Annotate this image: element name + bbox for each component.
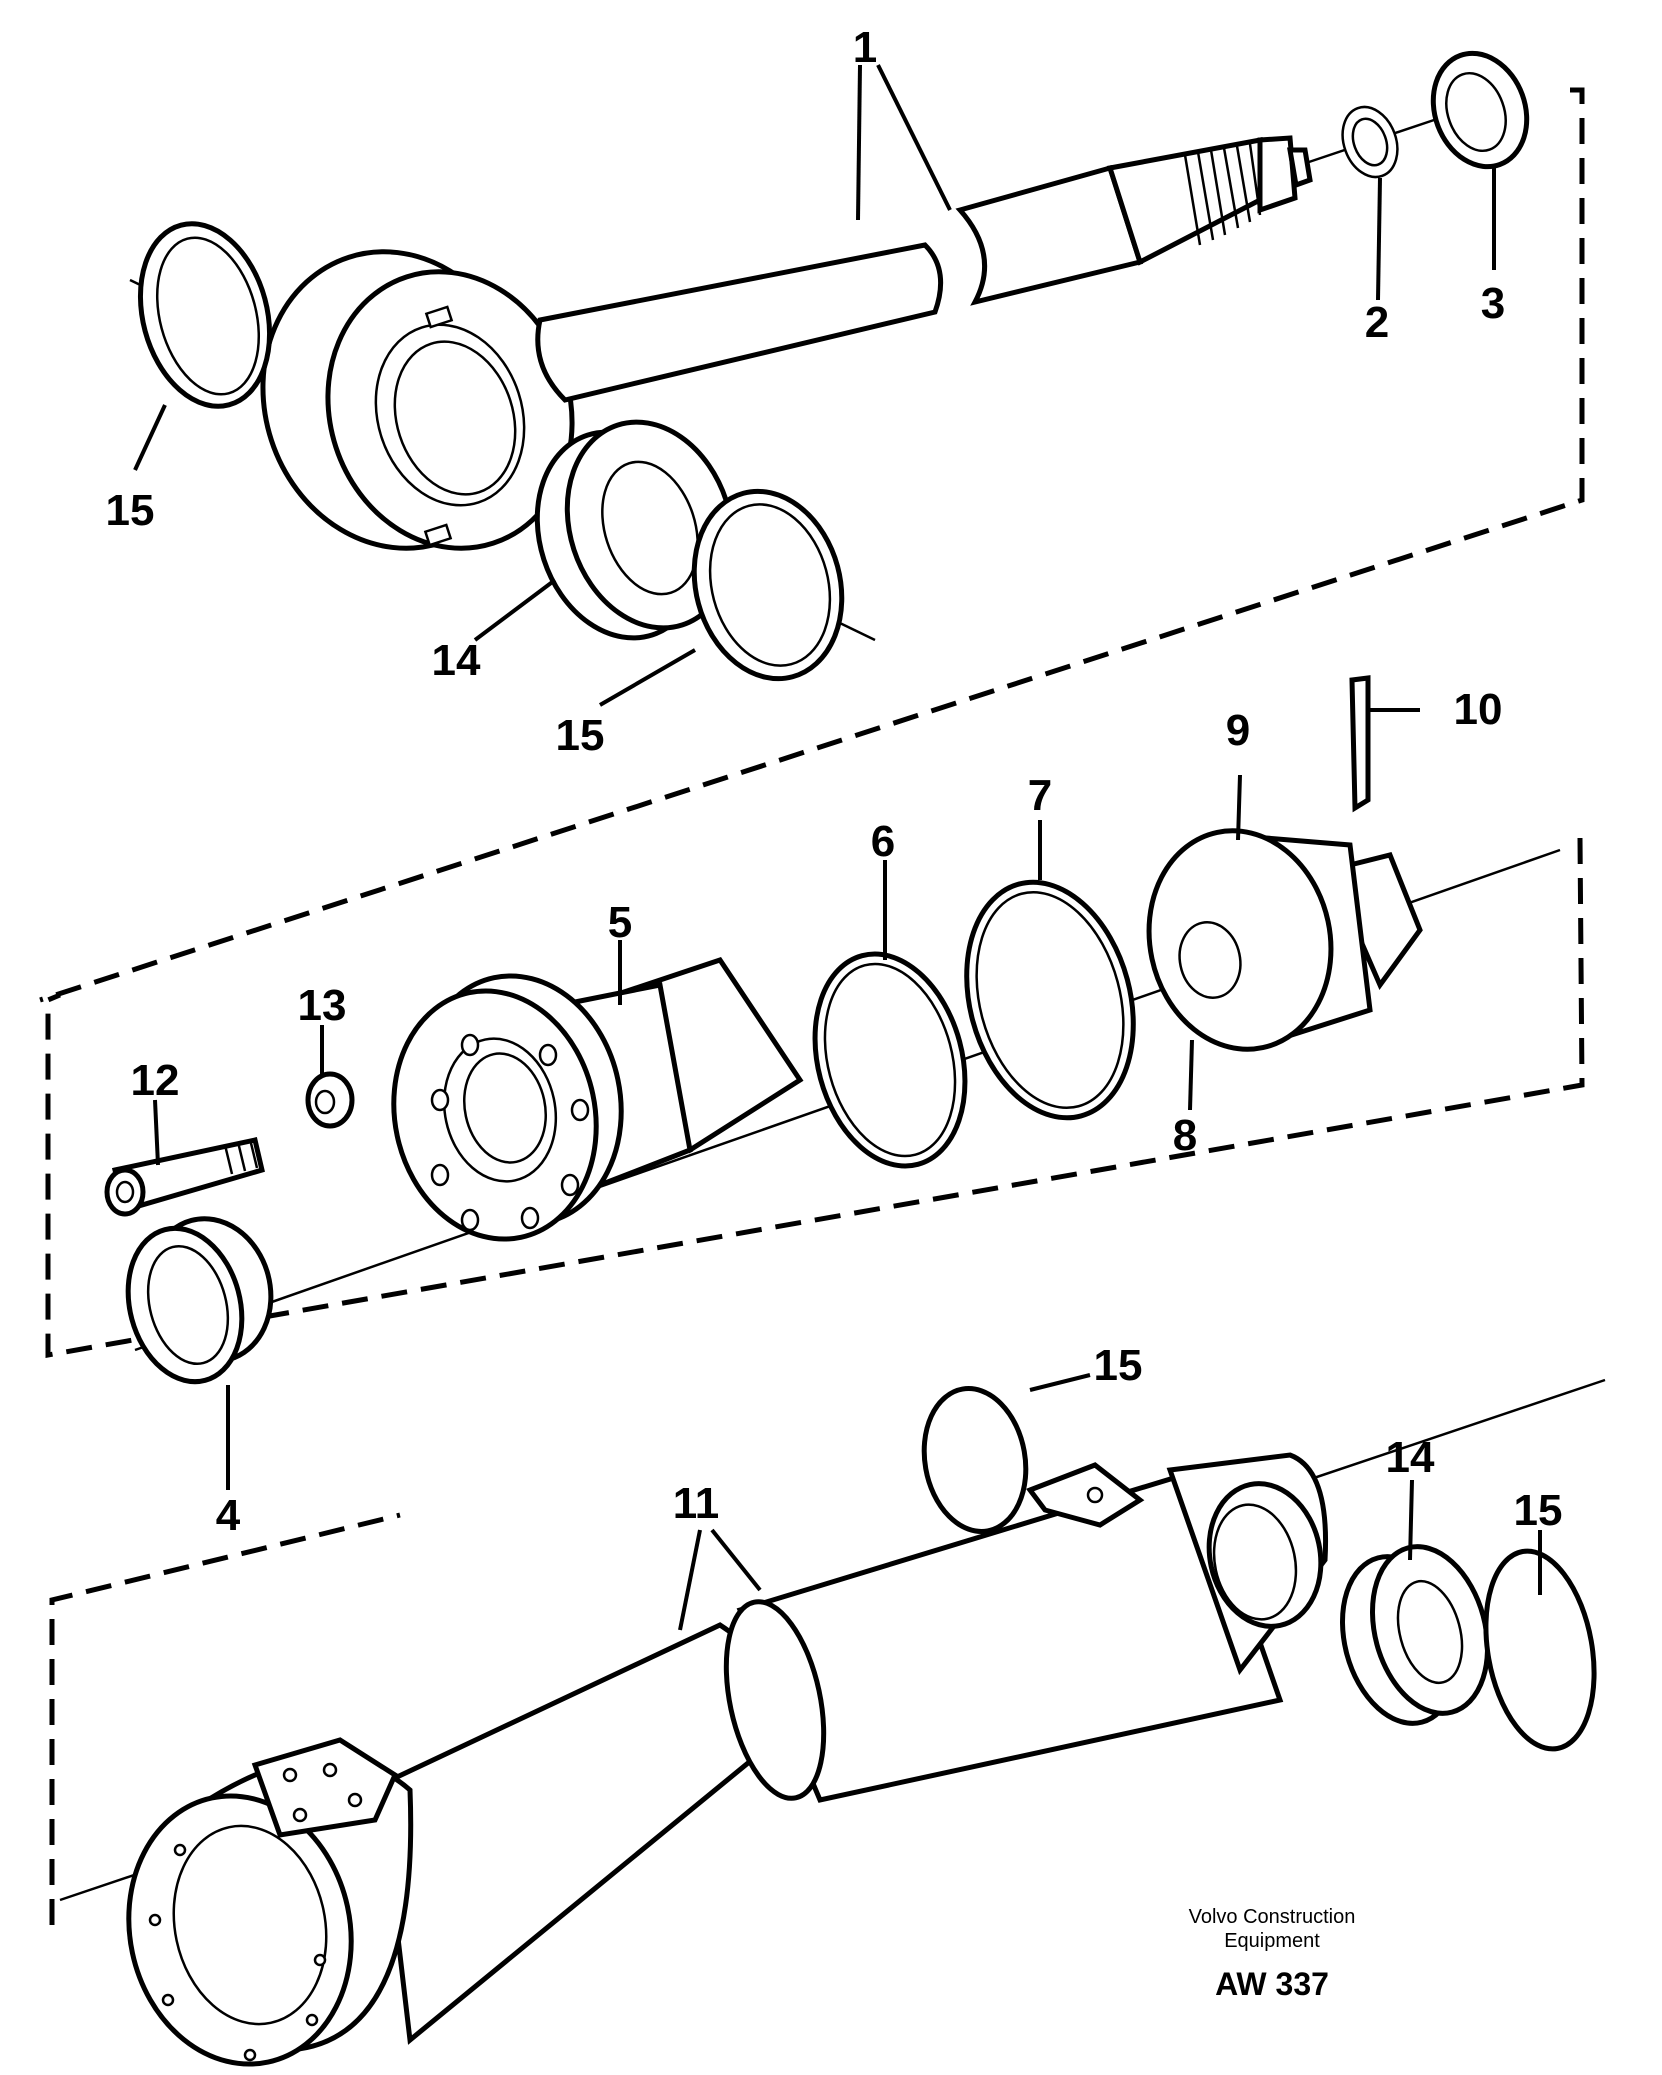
credit-line-2: Equipment bbox=[1224, 1930, 1320, 1952]
label-14b: 14 bbox=[1386, 1433, 1435, 1482]
credit-line-1: Volvo Construction bbox=[1189, 1906, 1356, 1928]
piston-group bbox=[45, 675, 1585, 1490]
label-1: 1 bbox=[853, 23, 877, 72]
label-4: 4 bbox=[216, 1491, 241, 1540]
label-10: 10 bbox=[1454, 685, 1503, 734]
label-2: 2 bbox=[1365, 298, 1389, 347]
tube-right bbox=[723, 1452, 1329, 1803]
bearing-14a bbox=[534, 419, 736, 641]
bearing-14b bbox=[1339, 1544, 1491, 1726]
label-5: 5 bbox=[608, 898, 632, 947]
label-3: 3 bbox=[1481, 279, 1505, 328]
screw-12 bbox=[104, 1137, 265, 1217]
drawing-code: AW 337 bbox=[1215, 1966, 1329, 2002]
label-14a: 14 bbox=[432, 636, 481, 685]
circlip-15c bbox=[921, 1386, 1029, 1534]
group-bracket-top bbox=[39, 87, 1585, 1003]
group-bracket-bottom bbox=[49, 1512, 401, 1925]
circlip-15d bbox=[1483, 1548, 1597, 1752]
label-6: 6 bbox=[871, 817, 895, 866]
label-15c: 15 bbox=[1094, 1341, 1143, 1390]
label-12: 12 bbox=[131, 1056, 180, 1105]
cylinder-tube-group bbox=[49, 1373, 1606, 2067]
piston-rod bbox=[535, 135, 1313, 403]
label-13: 13 bbox=[298, 981, 347, 1030]
publisher-credit: Volvo Construction Equipment AW 337 bbox=[1189, 1906, 1356, 2002]
label-15a: 15 bbox=[106, 486, 155, 535]
label-9: 9 bbox=[1226, 706, 1250, 755]
label-7: 7 bbox=[1028, 771, 1052, 820]
label-15d: 15 bbox=[1514, 1486, 1563, 1535]
part-labels: 1 2 3 15 14 15 10 9 7 6 5 13 12 8 4 15 1… bbox=[106, 23, 1563, 1540]
label-11: 11 bbox=[673, 1479, 720, 1528]
label-8: 8 bbox=[1173, 1111, 1197, 1160]
tube-left bbox=[126, 1622, 777, 2067]
group-bracket-middle bbox=[45, 837, 1585, 1358]
piston-rod-group bbox=[39, 50, 1585, 1003]
label-15b: 15 bbox=[556, 711, 605, 760]
rod-eye bbox=[260, 249, 575, 551]
piston-5 bbox=[391, 957, 804, 1242]
guide-ring-4 bbox=[125, 1216, 274, 1385]
nut-9 bbox=[1146, 828, 1423, 1052]
pin-10 bbox=[1349, 675, 1371, 813]
